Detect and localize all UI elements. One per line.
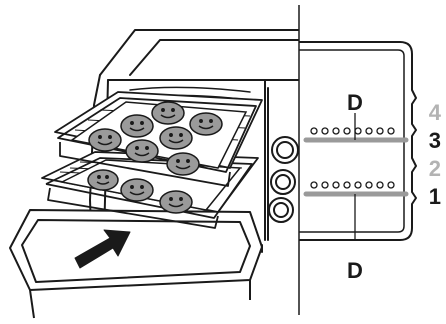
cookie-icon: [120, 114, 154, 138]
rack-guide-icon: [303, 127, 409, 143]
rack-position-2: 2: [429, 156, 441, 181]
cookie-icon: [125, 139, 159, 163]
cookie-icon: [159, 126, 193, 150]
cookie-icon: [87, 169, 119, 191]
insert-arrow-icon: [74, 229, 131, 269]
cookie-icon: [151, 101, 185, 125]
knob-bottom-icon: [268, 197, 294, 223]
rack-position-1: 1: [429, 184, 441, 209]
cookie-icon: [120, 178, 154, 202]
oven-door: [9, 209, 263, 319]
rack-position-4: 4: [429, 100, 442, 125]
rack-guide-icon: [303, 181, 409, 197]
cookie-icon: [159, 190, 193, 214]
cookie-icon: [88, 128, 122, 152]
cookie-icon: [166, 152, 200, 176]
cookie-icon: [189, 112, 223, 136]
rack-position-3: 3: [429, 128, 441, 153]
knob-middle-icon: [270, 169, 296, 195]
knob-top-icon: [271, 136, 299, 164]
callout-top-label: D: [347, 90, 363, 115]
callout-bottom-label: D: [347, 258, 363, 283]
